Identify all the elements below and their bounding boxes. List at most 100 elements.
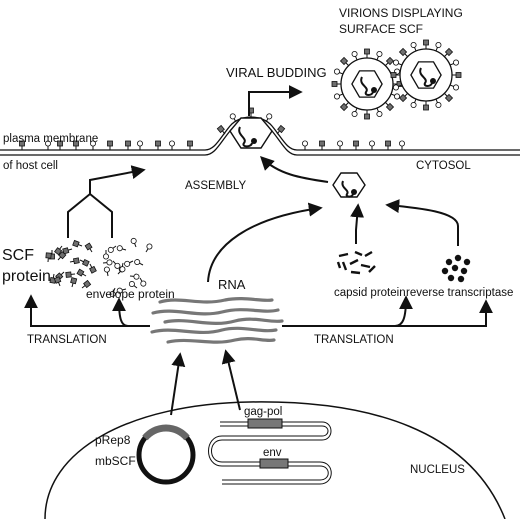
- scf-protein-cluster: [45, 239, 97, 289]
- virion-scf-protein: [331, 81, 341, 87]
- virion-scf-protein: [385, 102, 395, 112]
- nucleus-label: NUCLEUS: [410, 464, 465, 476]
- gag-pol-construct: [220, 418, 332, 441]
- envelope-protein: [109, 287, 116, 298]
- virion-envelope-protein: [351, 107, 358, 118]
- viral-budding-label: VIRAL BUDDING: [226, 65, 327, 80]
- scf-protein: [54, 245, 63, 256]
- envelope-protein: [128, 280, 138, 289]
- gag-pol-label: gag-pol: [244, 406, 282, 418]
- envelope-protein: [112, 260, 121, 269]
- envelope-protein: [103, 266, 110, 277]
- envelope-protein-label: envelope protein: [86, 287, 175, 301]
- plasmid-label-line1: pRep8: [95, 433, 131, 447]
- bud-envelope-protein: [265, 113, 273, 123]
- scf-protein: [57, 251, 67, 261]
- assembly-label: ASSEMBLY: [185, 180, 246, 192]
- scf-label-line2: protein: [2, 268, 51, 285]
- env-label: env: [263, 447, 282, 459]
- host-cell-label: of host cell: [3, 160, 58, 172]
- capsid-assembled: [332, 172, 366, 198]
- virion-envelope-protein: [410, 41, 417, 52]
- membrane-envelope-protein: [169, 140, 175, 150]
- virion-scf-protein: [339, 102, 349, 112]
- virion-scf-protein: [423, 39, 429, 49]
- membrane-scf-protein: [385, 140, 391, 150]
- plasmid-prep8-mbscf: [136, 424, 196, 485]
- rna-label: RNA: [218, 277, 246, 292]
- envelope-protein: [129, 273, 140, 280]
- virion-envelope-protein: [449, 59, 460, 66]
- envelope-protein: [117, 266, 126, 275]
- envelope-protein: [102, 259, 113, 266]
- virion-envelope-protein: [392, 84, 403, 91]
- virion-envelope-protein: [410, 98, 417, 109]
- virion-scf-protein: [444, 47, 454, 57]
- rna-strands: [150, 296, 284, 344]
- membrane-envelope-protein: [369, 140, 375, 150]
- membrane-envelope-protein: [302, 140, 308, 150]
- virion-scf-protein: [444, 93, 454, 103]
- reverse-transcriptase-cluster: [441, 254, 471, 283]
- scf-protein: [79, 258, 90, 267]
- membrane-scf-protein: [125, 140, 131, 150]
- virion-envelope-protein: [351, 50, 358, 61]
- virion-right: [390, 39, 462, 111]
- scf-protein: [84, 242, 93, 253]
- membrane-envelope-protein: [337, 140, 343, 150]
- membrane-envelope-protein: [90, 140, 96, 150]
- membrane-scf-protein: [73, 140, 79, 150]
- scf-protein: [89, 263, 97, 274]
- budding-virion: [229, 117, 273, 149]
- membrane-scf-protein: [187, 140, 193, 150]
- plasmid-label-line2: mbSCF: [95, 454, 136, 468]
- membrane-envelope-protein: [45, 140, 51, 150]
- virion-scf-protein: [364, 110, 370, 120]
- plasma-membrane-label: plasma membrane: [3, 133, 98, 145]
- scf-label-line1: SCF: [2, 247, 34, 264]
- translation-left-label: TRANSLATION: [27, 334, 107, 346]
- virion-left: [331, 48, 403, 120]
- virion-scf-protein: [364, 48, 370, 58]
- virion-envelope-protein: [435, 41, 442, 52]
- scf-protein: [72, 239, 83, 248]
- virion-envelope-protein: [376, 50, 383, 61]
- envelope-protein: [124, 260, 134, 267]
- virion-scf-protein: [398, 93, 408, 103]
- virion-scf-protein: [339, 56, 349, 66]
- virions-displaying-scf: [331, 39, 462, 120]
- bud-scf-protein: [276, 124, 286, 135]
- membrane-scf-protein: [57, 140, 63, 150]
- virion-scf-protein: [398, 47, 408, 57]
- membrane-envelope-protein: [137, 140, 143, 150]
- bud-scf-protein: [216, 124, 226, 135]
- cytosol-label: CYTOSOL: [416, 160, 471, 172]
- virions-label-line2: SURFACE SCF: [339, 22, 423, 36]
- scf-protein: [76, 268, 87, 277]
- envelope-protein: [116, 287, 127, 294]
- translation-right-label: TRANSLATION: [314, 334, 394, 346]
- capsid-protein-label: capsid protein: [334, 287, 406, 299]
- capsid-protein-cluster: [336, 250, 376, 275]
- envelope-protein: [139, 277, 147, 287]
- virion-envelope-protein: [376, 107, 383, 118]
- envelope-protein: [145, 243, 153, 253]
- bud-envelope-protein: [229, 113, 237, 123]
- nucleus: [44, 401, 506, 519]
- envelope-protein: [107, 245, 117, 253]
- scf-protein: [62, 247, 73, 255]
- membrane-scf-protein: [319, 140, 325, 150]
- membrane-scf-protein: [107, 140, 113, 150]
- virion-scf-protein: [390, 72, 400, 78]
- envelope-protein: [116, 245, 127, 252]
- virion-envelope-protein: [390, 93, 401, 100]
- scf-protein: [69, 257, 80, 265]
- scf-protein: [45, 252, 52, 263]
- virion-scf-protein: [452, 72, 462, 78]
- virion-envelope-protein: [333, 68, 344, 75]
- membrane-scf-protein: [353, 140, 359, 150]
- scf-protein: [65, 271, 76, 278]
- scf-protein: [81, 279, 92, 289]
- virion-scf-protein: [423, 101, 429, 111]
